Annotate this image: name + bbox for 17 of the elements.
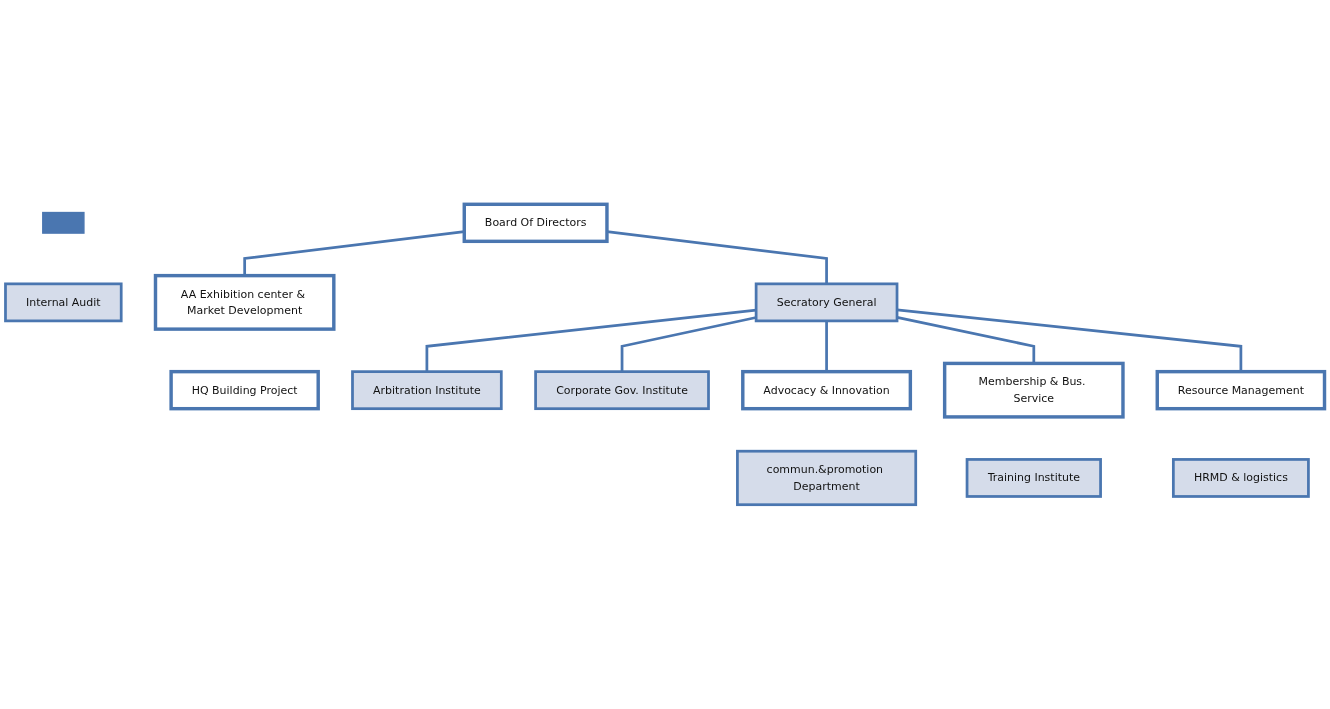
- node-box: AA Exhibition center & Market Development: [153, 273, 336, 331]
- node-bar: [42, 211, 85, 234]
- node-box: commun.&promotion Department: [736, 449, 918, 507]
- connector: [620, 316, 757, 372]
- node-box: HQ Building Project: [169, 369, 320, 411]
- node-box: Arbitration Institute: [351, 370, 503, 411]
- node-box: Secratory General: [754, 282, 899, 323]
- connector: [425, 308, 757, 372]
- node-box: Corporate Gov. Institute: [534, 370, 710, 411]
- node-box: Advocacy & Innovation: [741, 369, 913, 411]
- node-box: HRMD & logistics: [1172, 458, 1310, 498]
- node-box: Training Institute: [965, 458, 1102, 498]
- node-box: Membership & Bus. Service: [942, 361, 1125, 419]
- node-box: Board Of Directors: [462, 202, 609, 244]
- connector: [825, 320, 828, 372]
- node-box: Internal Audit: [4, 282, 123, 323]
- node-box: Resource Management: [1155, 369, 1327, 411]
